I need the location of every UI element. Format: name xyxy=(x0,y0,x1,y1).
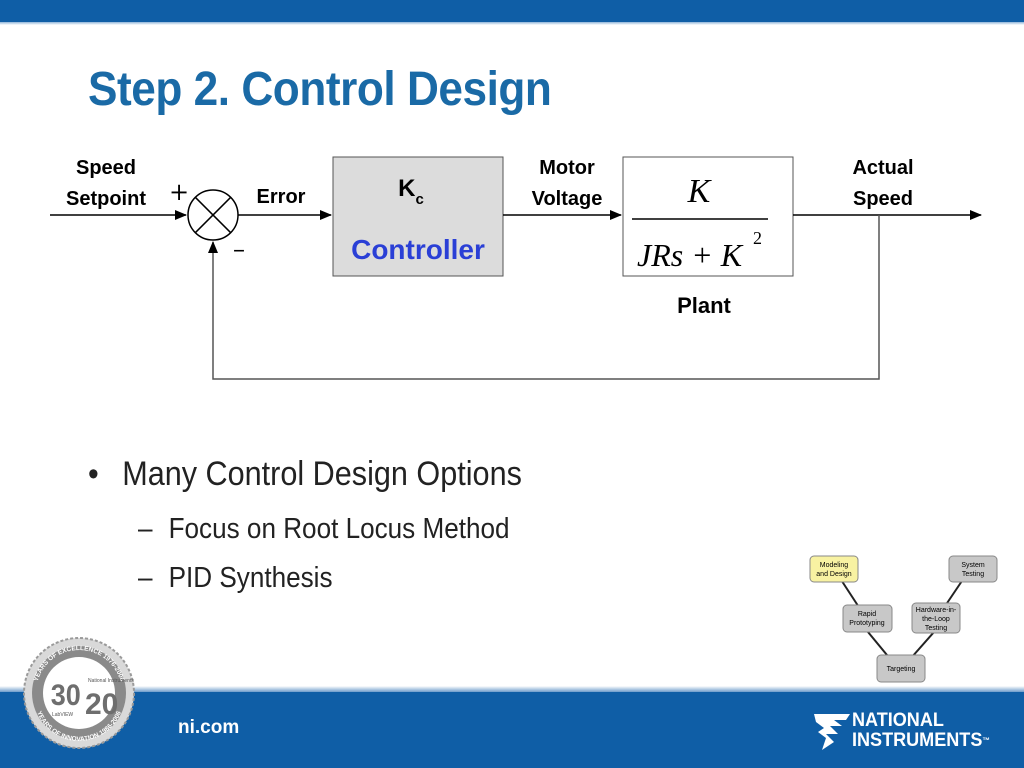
plant-exponent: 2 xyxy=(753,228,762,248)
node-rapid-prototyping: Rapid Prototyping xyxy=(842,604,893,633)
control-block-diagram: + – Speed Setpoint Error Kc Controller M… xyxy=(50,156,982,380)
anniversary-badge-icon: YEARS OF EXCELLENCE 1976-2006 YEARS OF I… xyxy=(23,637,135,749)
svg-text:Prototyping: Prototyping xyxy=(849,620,885,627)
node-system-testing: System Testing xyxy=(948,555,998,583)
svg-text:Hardware-in-: Hardware-in- xyxy=(916,607,957,614)
national-instruments-eagle-icon xyxy=(814,714,850,750)
svg-text:20: 20 xyxy=(85,688,118,721)
svg-text:Rapid: Rapid xyxy=(858,611,876,618)
top-accent-bar xyxy=(0,0,1024,22)
svg-text:Targeting: Targeting xyxy=(887,666,916,673)
svg-text:30: 30 xyxy=(51,679,81,713)
bullet-item: •Many Control Design Options xyxy=(88,455,522,493)
brand-logo-text: NATIONAL INSTRUMENTS™ xyxy=(852,710,990,751)
slide-title: Step 2. Control Design xyxy=(88,63,552,116)
bottom-footer-bar xyxy=(0,692,1024,768)
output-label-line2: Speed xyxy=(853,188,913,210)
sub-bullet-item: –Focus on Root Locus Method xyxy=(138,513,510,545)
plant-denominator: JRs + K xyxy=(637,237,744,273)
top-bar-shadow xyxy=(0,22,1024,25)
bottom-bar-shadow xyxy=(0,686,1024,692)
node-modeling: Modeling and Design xyxy=(809,555,859,583)
controller-block xyxy=(332,156,504,277)
footer-url[interactable]: ni.com xyxy=(178,717,240,738)
svg-text:and Design: and Design xyxy=(816,571,852,578)
svg-text:System: System xyxy=(961,562,985,569)
node-targeting: Targeting xyxy=(876,654,926,683)
plant-block xyxy=(622,156,794,277)
feedback-path xyxy=(208,215,880,380)
summing-junction xyxy=(187,189,239,241)
v-diagram-thumbnail: Modeling and Design Rapid Prototyping Ta… xyxy=(809,555,998,683)
motor-label-line1: Motor xyxy=(539,157,595,179)
svg-text:National Instruments: National Instruments xyxy=(88,678,134,684)
svg-text:the-Loop: the-Loop xyxy=(922,616,950,623)
error-label: Error xyxy=(257,186,306,208)
svg-text:Testing: Testing xyxy=(925,625,947,632)
controller-gain: Kc xyxy=(398,175,424,208)
plant-numerator: K xyxy=(687,173,713,210)
output-label-line1: Actual xyxy=(852,157,913,179)
input-label-line2: Setpoint xyxy=(66,188,146,210)
motor-label-line2: Voltage xyxy=(532,188,603,210)
plant-name: Plant xyxy=(677,293,731,318)
svg-text:Testing: Testing xyxy=(962,571,984,578)
input-label-line1: Speed xyxy=(76,157,136,179)
svg-text:Modeling: Modeling xyxy=(820,562,849,569)
minus-sign: – xyxy=(233,235,245,263)
controller-name: Controller xyxy=(351,234,485,265)
sub-bullet-item: –PID Synthesis xyxy=(138,562,333,594)
svg-text:LabVIEW: LabVIEW xyxy=(52,712,73,718)
node-hardware-in-the-loop: Hardware-in- the-Loop Testing xyxy=(911,602,961,634)
plus-sign: + xyxy=(169,178,189,206)
